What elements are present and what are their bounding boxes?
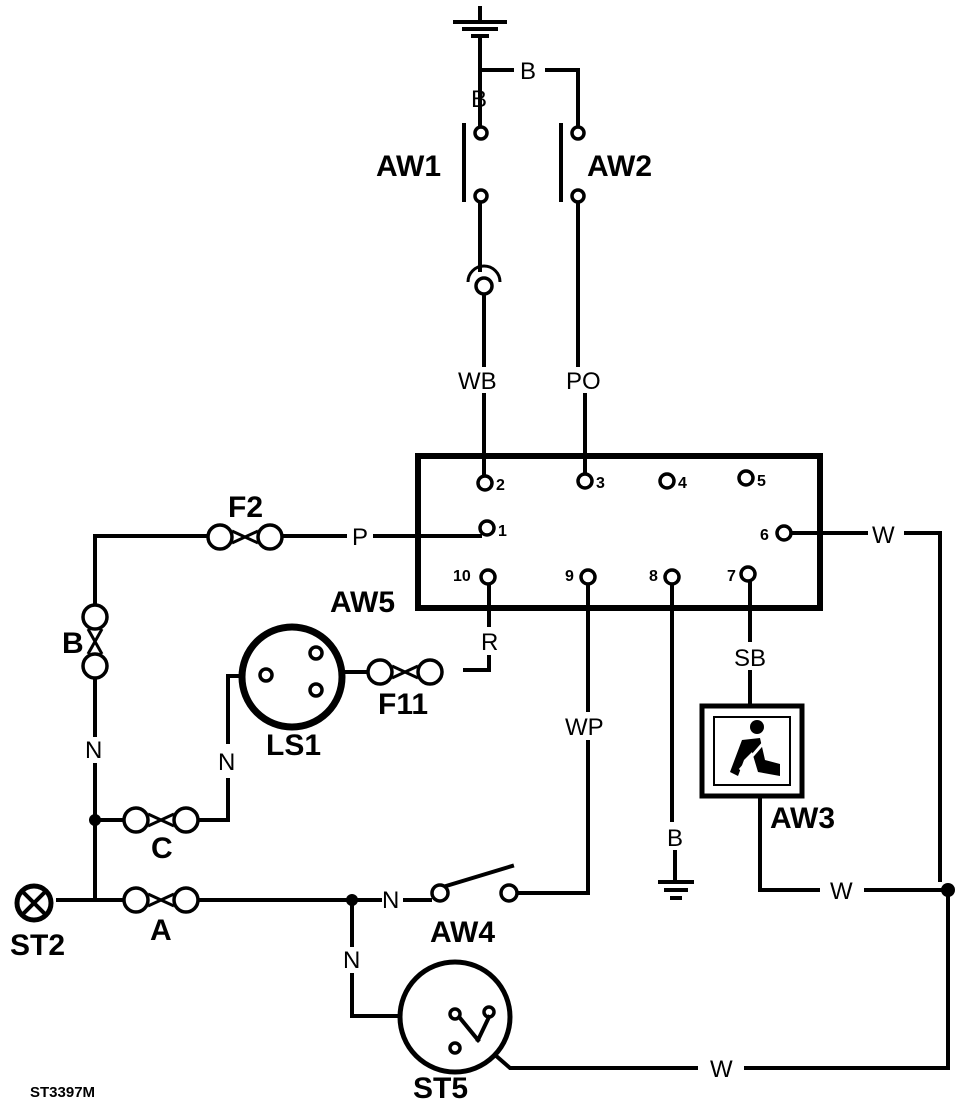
aw2-terminal-top <box>570 125 586 141</box>
component-label-aw2: AW2 <box>587 150 652 183</box>
junction-dot <box>89 814 101 826</box>
svg-text:8: 8 <box>649 568 658 585</box>
component-label-ls1: LS1 <box>266 729 321 762</box>
wire-label-n-st5: N <box>343 947 360 974</box>
component-label-aw3: AW3 <box>770 802 835 835</box>
svg-text:1: 1 <box>498 523 507 540</box>
wire-label-b-top: B <box>520 58 536 85</box>
wb-inline-connector <box>466 264 502 296</box>
ground-icon-pin8 <box>658 880 694 900</box>
svg-text:6: 6 <box>760 527 769 544</box>
st5-switch <box>397 959 513 1075</box>
svg-text:9: 9 <box>565 568 574 585</box>
connector-c <box>122 806 200 834</box>
connector-label-f11: F11 <box>378 688 428 721</box>
component-label-st5: ST5 <box>413 1072 468 1105</box>
junction-dot <box>941 883 955 897</box>
seatbelt-icon <box>730 720 780 776</box>
svg-text:7: 7 <box>727 568 736 585</box>
wire-label-n-aw4: N <box>382 887 399 914</box>
wire-label-p: P <box>352 524 368 551</box>
wire-label-b-aw1: B <box>471 86 487 113</box>
wires-main <box>56 531 950 1070</box>
wire-label-sb: SB <box>734 645 766 672</box>
connector-label-f2: F2 <box>228 491 263 524</box>
component-label-aw1: AW1 <box>376 150 441 183</box>
svg-text:5: 5 <box>757 473 766 490</box>
wire-label-w-bottom: W <box>710 1056 733 1083</box>
lamp-icon-st2 <box>14 883 54 923</box>
pin-2 <box>476 474 494 492</box>
connector-f2 <box>206 523 284 551</box>
aw2-terminal-bottom <box>570 188 586 204</box>
ground-icon-top <box>453 6 507 38</box>
wire-label-po: PO <box>566 368 601 395</box>
diagram-reference: ST3397M <box>30 1084 95 1101</box>
pin-7 <box>739 565 757 583</box>
wire-label-n-left: N <box>85 737 102 764</box>
pin-5 <box>737 469 755 487</box>
pin-4 <box>658 472 676 490</box>
pin-8 <box>663 568 681 586</box>
ls1-switch <box>238 623 346 731</box>
pin-10 <box>479 568 497 586</box>
wire-label-w-pin6: W <box>872 522 895 549</box>
wire-label-wb: WB <box>458 368 497 395</box>
aw3-warning-lamp <box>699 703 805 799</box>
connector-a <box>122 886 200 914</box>
connector-label-b: B <box>62 627 84 660</box>
aw5-pins: 2 3 4 5 1 6 10 9 8 7 <box>453 469 793 586</box>
wire-label-n-ls1: N <box>218 749 235 776</box>
wires-top <box>462 34 587 478</box>
pin-3 <box>576 472 594 490</box>
component-label-aw4: AW4 <box>430 916 495 949</box>
wire-label-w-aw3: W <box>830 878 853 905</box>
connector-b <box>81 603 109 680</box>
connector-label-c: C <box>151 832 173 865</box>
svg-text:3: 3 <box>596 475 605 492</box>
connector-f11 <box>366 658 444 686</box>
svg-text:4: 4 <box>678 475 687 492</box>
aw1-terminal-top <box>473 125 489 141</box>
component-label-aw5: AW5 <box>330 586 395 619</box>
svg-text:2: 2 <box>496 477 505 494</box>
connector-label-a: A <box>150 914 172 947</box>
wire-label-wp: WP <box>565 714 604 741</box>
wire-label-r: R <box>481 629 498 656</box>
pin-9 <box>579 568 597 586</box>
pin-1 <box>478 519 496 537</box>
aw4-switch <box>430 863 519 903</box>
component-label-st2: ST2 <box>10 929 65 962</box>
pin-6 <box>775 524 793 542</box>
aw1-terminal-bottom <box>473 188 489 204</box>
junction-dot <box>346 894 358 906</box>
wire-label-b-ground: B <box>667 825 683 852</box>
svg-text:10: 10 <box>453 568 471 585</box>
